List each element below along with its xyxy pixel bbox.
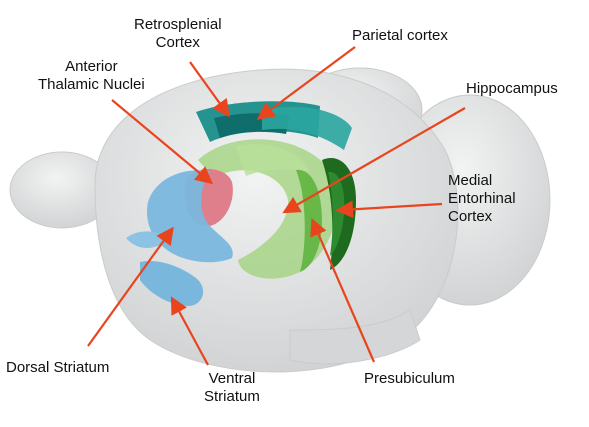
arrow-ventral-striatum	[170, 296, 209, 366]
label-ventral-line1: Ventral	[208, 370, 256, 387]
brainstem	[289, 309, 421, 365]
label-entorhinal-line3: Cortex	[448, 208, 493, 225]
arrow-anterior-thalamic	[111, 99, 214, 185]
label-entorhinal-line1: Medial	[448, 172, 493, 189]
label-anterior-line2: Thalamic Nuclei	[38, 76, 145, 93]
label-parietal: Parietal cortex	[352, 27, 448, 45]
label-retrosplenial-line2: Cortex	[155, 34, 200, 51]
label-presubiculum-line1: Presubiculum	[364, 370, 455, 387]
label-retrosplenial: Retrosplenial Cortex	[134, 16, 222, 52]
label-ventral-line2: Striatum	[204, 388, 260, 405]
arrow-dorsal-striatum	[87, 226, 174, 347]
label-medial-entorhinal: Medial Entorhinal Cortex	[448, 172, 516, 226]
label-anterior-thalamic: Anterior Thalamic Nuclei	[38, 58, 145, 94]
arrow-presubiculum	[310, 217, 376, 363]
arrow-entorhinal	[335, 200, 443, 219]
label-retrosplenial-line1: Retrosplenial	[134, 16, 222, 33]
label-hippocampus-line1: Hippocampus	[466, 80, 558, 97]
arrow-retrosplenial	[189, 61, 230, 118]
label-presubiculum: Presubiculum	[364, 370, 455, 388]
arrows	[87, 46, 466, 366]
ventral-striatum-region	[140, 260, 204, 306]
label-ventral-striatum: Ventral Striatum	[204, 370, 260, 406]
label-hippocampus: Hippocampus	[466, 80, 558, 98]
label-dorsal-striatum: Dorsal Striatum	[6, 359, 109, 377]
label-dorsal-line1: Dorsal Striatum	[6, 359, 110, 376]
parietal-cortex-region	[262, 106, 352, 150]
label-parietal-line1: Parietal cortex	[352, 27, 448, 44]
label-anterior-line1: Anterior	[65, 58, 118, 75]
label-entorhinal-line2: Entorhinal	[448, 190, 516, 207]
arrow-parietal	[256, 46, 356, 120]
arrow-hippocampus	[282, 107, 466, 214]
